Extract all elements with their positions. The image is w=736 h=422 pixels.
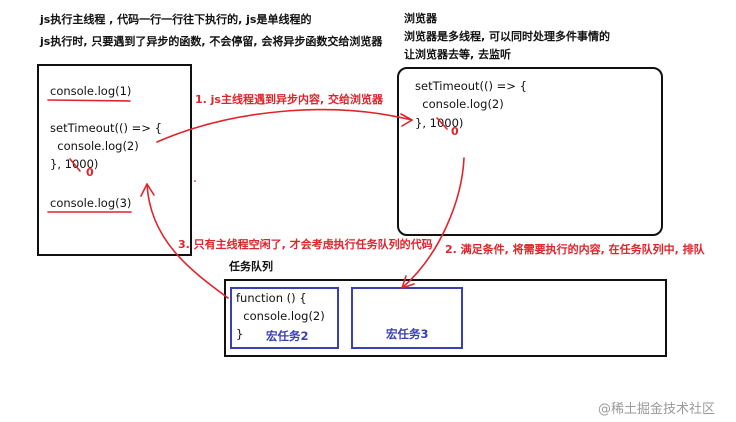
main-thread-note-1: js执行主线程 , 代码一行一行往下执行的, js是单线程的: [40, 13, 312, 26]
watermark: @稀土掘金技术社区: [598, 402, 716, 417]
step-3-label: 3. 只有主线程空闲了, 才会考虑执行任务队列的代码: [178, 238, 433, 251]
arrow-to-browser: [156, 108, 413, 143]
macro-task-3-box: [351, 287, 463, 349]
task-code-line-3: }: [236, 327, 244, 341]
browser-code-line-1: setTimeout(() => {: [415, 79, 527, 93]
task-code-line-1: function () {: [236, 291, 307, 305]
task-code-line-2: console.log(2): [236, 309, 325, 323]
macro-task-2-label: 宏任务2: [266, 329, 309, 343]
browser-zero-mark: 0: [451, 125, 459, 138]
main-code-line-1: console.log(1): [50, 84, 132, 98]
main-code-line-3: console.log(2): [50, 139, 139, 153]
main-zero-mark: 0: [86, 166, 94, 179]
main-code-line-5: console.log(3): [50, 196, 132, 210]
browser-note-1: 浏览器是多线程, 可以同时处理多件事情的: [404, 30, 611, 43]
step-2-label: 2. 满足条件, 将需要执行的内容, 在任务队列中, 排队: [445, 243, 705, 256]
task-queue-title: 任务队列: [229, 260, 273, 273]
macro-task-2-box: [230, 287, 339, 349]
macro-task-3-label: 宏任务3: [386, 327, 429, 341]
browser-code-line-2: console.log(2): [415, 97, 504, 111]
browser-note-2: 让浏览器去等, 去监听: [404, 48, 512, 61]
main-code-line-2: setTimeout(() => {: [50, 121, 162, 135]
browser-title: 浏览器: [404, 12, 437, 25]
main-thread-note-2: js执行时, 只要遇到了异步的函数, 不会停留, 会将异步函数交给浏览器: [40, 35, 383, 48]
step-1-label: 1. js主线程遇到异步内容, 交给浏览器: [195, 93, 383, 106]
